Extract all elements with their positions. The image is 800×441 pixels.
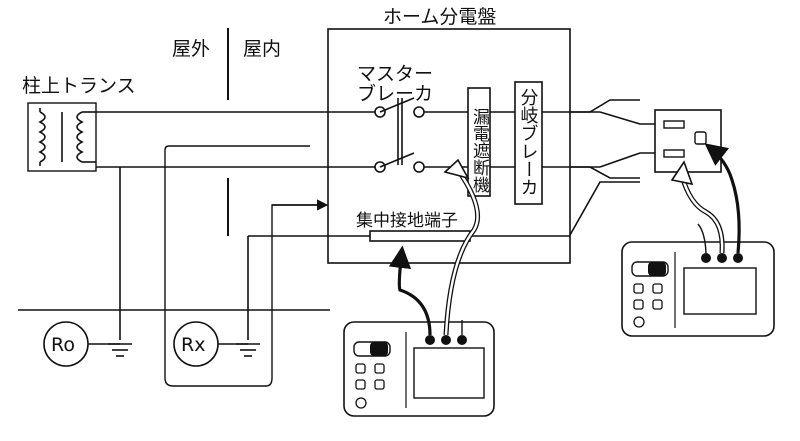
ground-terminal-bar — [369, 230, 471, 242]
test-loop-wire — [164, 145, 318, 387]
branch-breaker-label: 分岐ブレーカ — [518, 88, 539, 196]
outlet-ground-hole — [694, 131, 707, 145]
meter-1-white-probe-icon — [443, 158, 470, 180]
outlet-slot-upper — [663, 120, 685, 129]
ro-ground-icon — [88, 343, 132, 357]
tester-meter-1 — [343, 321, 495, 417]
master-breaker-label-1: マスター — [357, 63, 433, 85]
home-panel-box — [327, 28, 571, 264]
master-breaker-switch — [374, 97, 425, 173]
outlet-box — [654, 109, 722, 173]
outdoor-label: 屋外 — [172, 38, 210, 60]
meter-2-third-terminal-wire — [697, 223, 707, 254]
home-panel-label: ホーム分電盤 — [383, 6, 496, 28]
meter-2-black-lead — [704, 143, 741, 254]
master-breaker-label-2: ブレーカ — [357, 82, 433, 105]
meter-1-white-lead-core — [444, 169, 479, 336]
meter-2-white-lead-core — [680, 175, 724, 254]
rx-ground-icon — [218, 343, 260, 357]
transformer-coil-icon — [38, 108, 96, 166]
tester-meter-2 — [621, 241, 775, 337]
ground-terminal-label: 集中接地端子 — [356, 211, 458, 231]
branch-breaker-box — [514, 81, 543, 205]
outlet-slot-lower — [663, 149, 685, 158]
earth-leakage-breaker-box — [467, 87, 491, 197]
pole-transformer-box — [27, 102, 97, 172]
rx-label: Rx — [181, 334, 205, 356]
pole-transformer-label: 柱上トランス — [22, 75, 136, 97]
ro-label: Ro — [51, 334, 75, 356]
meter-2-white-probe-icon — [670, 160, 694, 186]
service-lines — [96, 99, 662, 236]
indoor-label: 屋内 — [243, 38, 281, 60]
earth-leakage-breaker-label: 漏電遮断機 — [469, 108, 490, 194]
meter-1-black-lead — [388, 245, 432, 336]
